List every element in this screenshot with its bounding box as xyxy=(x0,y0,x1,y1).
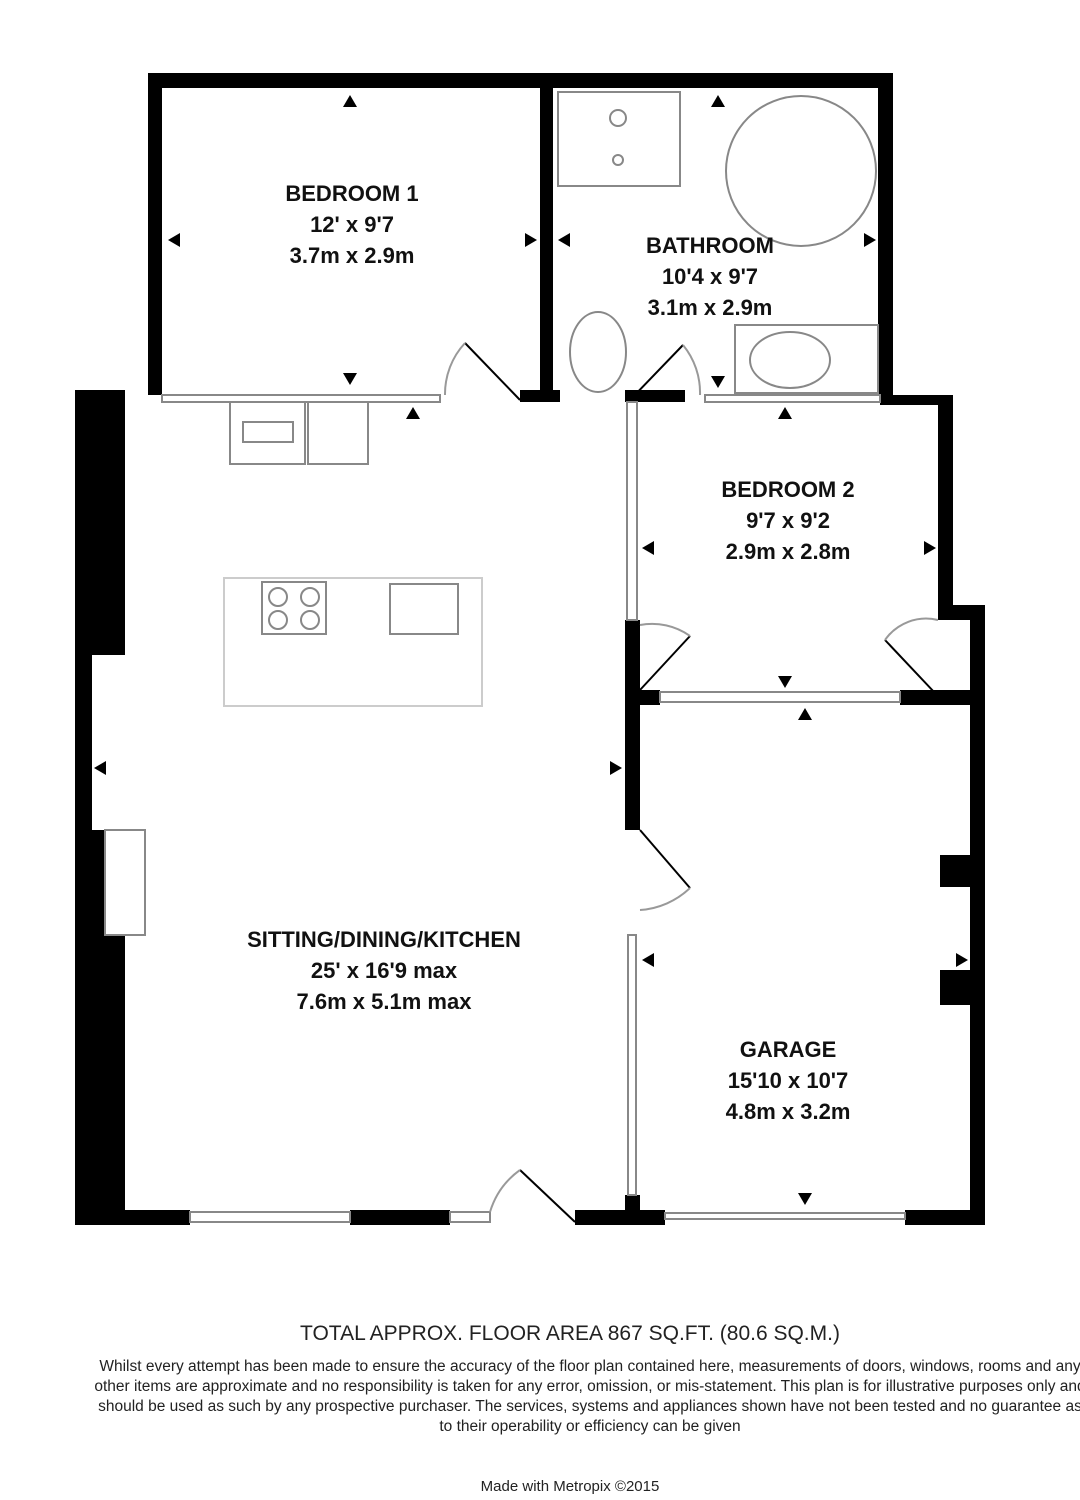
dimension-arrows xyxy=(94,95,968,1205)
room-size-imperial: 15'10 x 10'7 xyxy=(727,1068,849,1093)
room-name: GARAGE xyxy=(739,1037,837,1062)
room-label-sitting-dining-kitchen: SITTING/DINING/KITCHEN 25' x 16'9 max 7.… xyxy=(247,924,521,1017)
room-size-imperial: 9'7 x 9'2 xyxy=(746,508,830,533)
room-size-metric: 3.7m x 2.9m xyxy=(289,243,415,268)
disclaimer: Whilst every attempt has been made to en… xyxy=(94,1358,1080,1435)
room-label-bedroom-2: BEDROOM 2 9'7 x 9'2 2.9m x 2.8m xyxy=(721,474,854,567)
room-label-bedroom-1: BEDROOM 1 12' x 9'7 3.7m x 2.9m xyxy=(285,178,418,271)
room-label-bathroom: BATHROOM 10'4 x 9'7 3.1m x 2.9m xyxy=(646,230,774,323)
room-size-imperial: 10'4 x 9'7 xyxy=(661,264,759,289)
room-size-imperial: 12' x 9'7 xyxy=(310,212,394,237)
room-size-metric: 7.6m x 5.1m max xyxy=(296,989,472,1014)
credit: Made with Metropix ©2015 xyxy=(480,1478,660,1495)
room-size-metric: 2.9m x 2.8m xyxy=(725,539,851,564)
room-name: BEDROOM 1 xyxy=(285,181,419,206)
room-name: SITTING/DINING/KITCHEN xyxy=(247,927,521,952)
walls xyxy=(75,73,985,1225)
room-name: BATHROOM xyxy=(646,233,774,258)
room-size-metric: 3.1m x 2.9m xyxy=(647,295,773,320)
total-floor-area: TOTAL APPROX. FLOOR AREA 867 SQ.FT. (80.… xyxy=(300,1322,840,1345)
windows-and-partitions xyxy=(104,91,906,1223)
room-size-metric: 4.8m x 3.2m xyxy=(725,1099,851,1124)
room-name: BEDROOM 2 xyxy=(721,477,855,502)
room-label-garage: GARAGE 15'10 x 10'7 4.8m x 3.2m xyxy=(726,1034,851,1127)
doors[interactable] xyxy=(443,342,939,1223)
room-size-imperial: 25' x 16'9 max xyxy=(310,958,458,983)
